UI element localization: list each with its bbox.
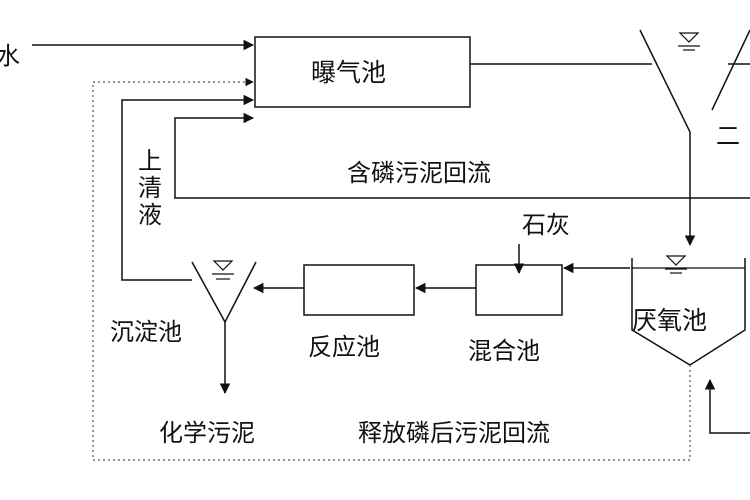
influent-label: 水 bbox=[0, 42, 20, 70]
mixing-tank-label: 混合池 bbox=[468, 337, 540, 365]
reaction-tank-box bbox=[303, 264, 415, 316]
phosphorus-sludge-return-line bbox=[174, 112, 750, 199]
released-phosphorus-sludge-return-line bbox=[92, 77, 691, 461]
clarifier-water-level-icon bbox=[678, 32, 700, 43]
anaerobic-water-level-icon bbox=[665, 255, 687, 266]
anaerobic-tank-label: 厌氧池 bbox=[632, 306, 708, 335]
released-phosphorus-sludge-return-label: 释放磷后污泥回流 bbox=[358, 419, 550, 447]
chemical-sludge-label: 化学污泥 bbox=[159, 419, 255, 447]
lime-label: 石灰 bbox=[522, 211, 570, 239]
sedimentation-water-level-icon bbox=[212, 260, 234, 271]
sedimentation-tank-shape bbox=[191, 261, 257, 324]
supernatant-char-2: 清 bbox=[138, 173, 162, 202]
secondary-clarifier-label: 二 bbox=[716, 122, 740, 150]
supernatant-char-1: 上 bbox=[138, 147, 162, 175]
supernatant-label: 上 清 液 bbox=[137, 148, 163, 229]
aeration-tank-box bbox=[254, 36, 471, 108]
supernatant-return-line bbox=[121, 94, 255, 281]
supernatant-char-3: 液 bbox=[138, 200, 162, 229]
sedimentation-tank-label: 沉淀池 bbox=[110, 318, 182, 346]
right-edge-return-arrow bbox=[704, 378, 750, 434]
phosphorus-sludge-return-label: 含磷污泥回流 bbox=[347, 159, 491, 187]
reaction-tank-label: 反应池 bbox=[308, 333, 380, 361]
aeration-tank-label: 曝气池 bbox=[311, 58, 387, 87]
secondary-clarifier-shape bbox=[639, 29, 750, 150]
